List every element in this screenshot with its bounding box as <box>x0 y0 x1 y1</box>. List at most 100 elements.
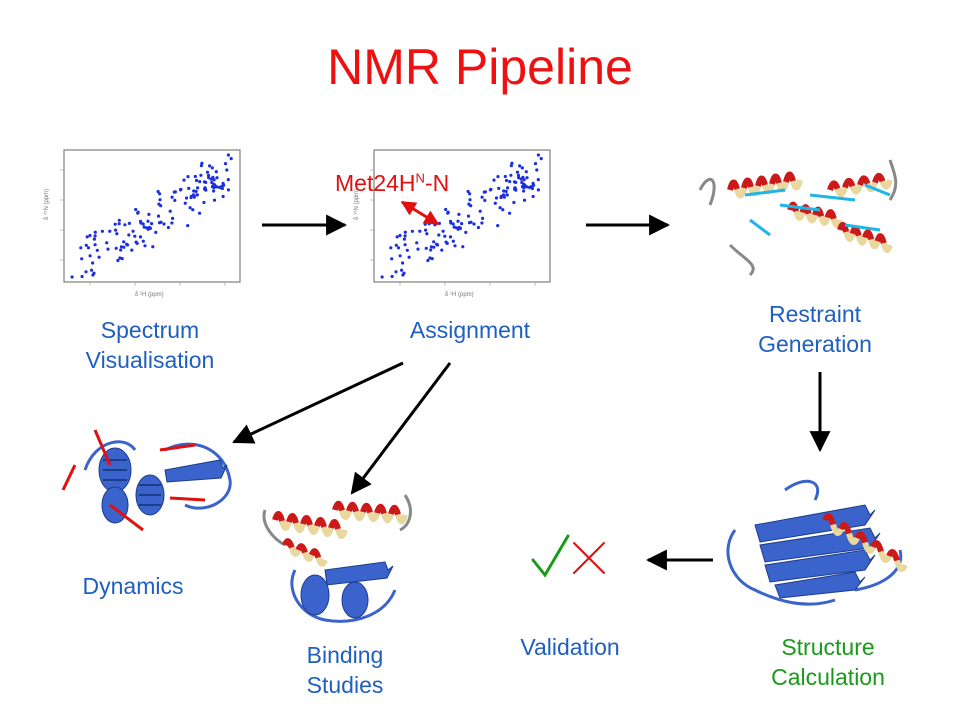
peak-dot <box>183 201 187 205</box>
peak-dot <box>170 195 174 199</box>
peak-dot <box>493 201 497 205</box>
peak-dot <box>530 185 534 189</box>
peak-dot <box>136 210 140 214</box>
peak-dot <box>186 224 190 228</box>
peak-dot <box>122 245 126 249</box>
peak-dot <box>187 186 191 190</box>
peak-dot <box>115 232 119 236</box>
peak-dot <box>525 176 529 180</box>
peak-dot <box>461 245 465 249</box>
peak-dot <box>505 193 509 197</box>
peak-dot <box>407 255 411 259</box>
peak-dot <box>159 204 163 208</box>
peak-dot <box>460 222 464 226</box>
peak-dot <box>428 256 432 260</box>
peak-dot <box>429 248 433 252</box>
peak-dot <box>105 241 109 245</box>
peak-dot <box>135 241 139 245</box>
peak-dot <box>223 162 228 166</box>
peak-dot <box>97 255 101 259</box>
peak-dot <box>449 219 453 223</box>
peak-dot <box>154 230 158 234</box>
peak-dot <box>139 219 143 223</box>
peak-dot <box>215 185 219 189</box>
peak-dot <box>426 258 430 263</box>
peak-dot <box>424 228 428 232</box>
peak-dot <box>207 176 211 180</box>
peak-dot <box>402 237 406 241</box>
peak-dot <box>437 233 441 237</box>
peak-dot <box>506 186 510 190</box>
peak-dot <box>202 200 206 205</box>
peak-dot <box>170 221 174 225</box>
peak-dot <box>524 170 528 174</box>
peak-dot <box>158 198 162 202</box>
peak-dot <box>480 195 484 199</box>
peak-dot <box>403 234 407 238</box>
peak-dot <box>91 261 95 265</box>
peak-dot <box>204 188 208 192</box>
peak-dot <box>195 193 199 197</box>
peak-dot <box>451 239 455 243</box>
peak-dot <box>130 248 134 252</box>
peak-dot <box>141 239 145 243</box>
peak-dot <box>398 254 402 258</box>
peak-dot <box>117 222 121 226</box>
peak-dot <box>521 175 525 179</box>
peak-dot <box>517 176 521 180</box>
peak-dot <box>113 222 117 226</box>
peak-dot <box>141 222 145 226</box>
peak-dot <box>116 258 120 263</box>
peak-dot <box>194 178 199 183</box>
peak-dot <box>503 174 507 179</box>
peak-dot <box>398 233 402 238</box>
peak-dot <box>480 221 484 225</box>
peak-dot <box>114 228 118 232</box>
peak-dot <box>192 189 196 193</box>
peak-dot <box>214 170 218 174</box>
peak-dot <box>184 196 189 200</box>
peak-dot <box>166 225 170 230</box>
peak-dot <box>535 168 539 172</box>
stage-label-validation: Validation <box>520 634 620 660</box>
peak-dot <box>151 245 155 249</box>
peak-dot <box>496 175 500 179</box>
peak-dot <box>93 234 97 238</box>
peak-dot <box>196 186 200 190</box>
stage-label-assignment: Assignment <box>409 317 531 343</box>
peak-dot <box>520 180 524 185</box>
peak-dot <box>202 180 207 184</box>
peak-dot <box>390 274 394 279</box>
page-title: NMR Pipeline <box>327 39 633 95</box>
peak-dot <box>467 221 472 225</box>
peak-dot <box>497 186 501 190</box>
peak-dot <box>498 206 502 210</box>
peak-dot <box>210 166 214 170</box>
peak-dot <box>157 221 162 225</box>
peak-dot <box>512 200 516 205</box>
peak-dot <box>451 222 455 226</box>
peak-dot <box>394 243 398 247</box>
peak-dot <box>205 170 210 174</box>
peak-dot <box>114 246 118 250</box>
peak-dot <box>172 190 176 194</box>
peak-dot <box>390 257 394 261</box>
peak-dot <box>198 211 202 215</box>
peak-dot <box>189 195 193 200</box>
peak-dot <box>88 233 92 238</box>
peak-dot <box>212 198 217 202</box>
binding-complex-structure <box>262 494 412 623</box>
peak-dot <box>501 208 505 212</box>
peak-dot <box>229 157 233 161</box>
peak-dot <box>476 225 480 230</box>
peak-dot <box>440 248 444 252</box>
peak-dot <box>90 268 94 272</box>
peak-dot <box>79 246 83 250</box>
peak-dot <box>443 234 447 238</box>
peak-dot <box>536 188 540 192</box>
peak-dot <box>158 192 162 196</box>
peak-dot <box>108 229 112 233</box>
